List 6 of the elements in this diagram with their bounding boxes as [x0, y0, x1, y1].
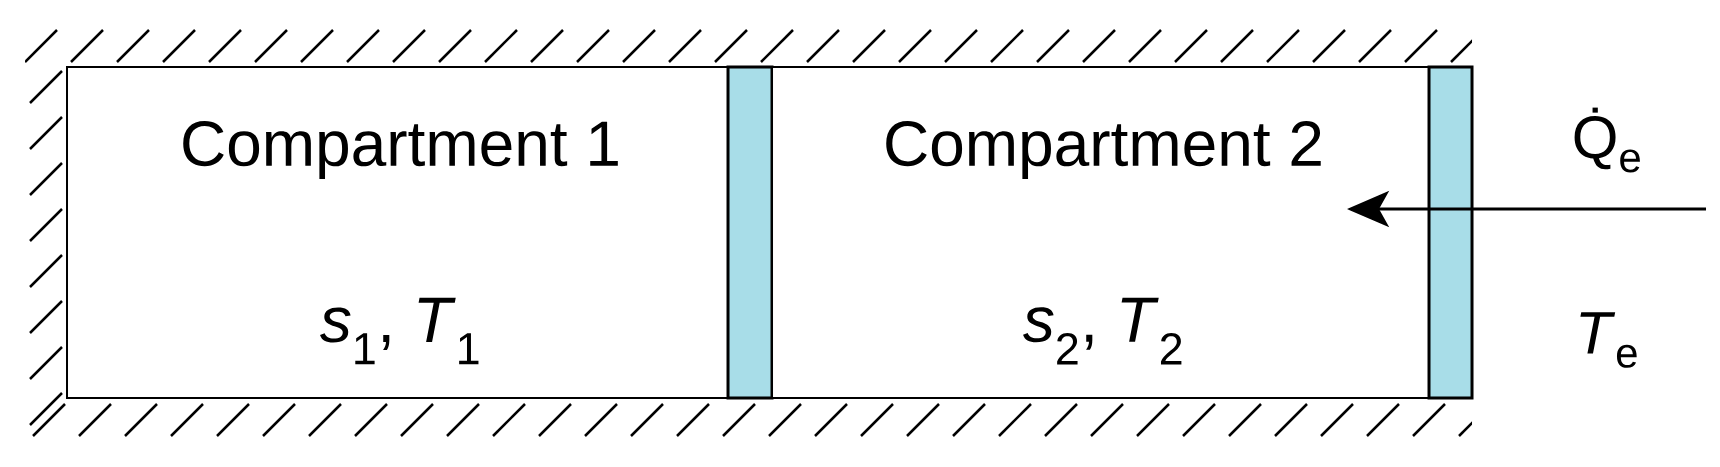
symbol-label: T$_{e}$ — [1580, 312, 1637, 368]
compartment-box: Compartment 2 s$_{2}$, T$_{2}$ — [771, 66, 1430, 399]
wall — [1427, 65, 1474, 400]
wall — [726, 65, 774, 400]
compartment-box: Compartment 1 s$_{1}$, T$_{1}$ — [66, 66, 729, 399]
symbol-label: Q̇$_{e}$ — [1574, 107, 1640, 173]
